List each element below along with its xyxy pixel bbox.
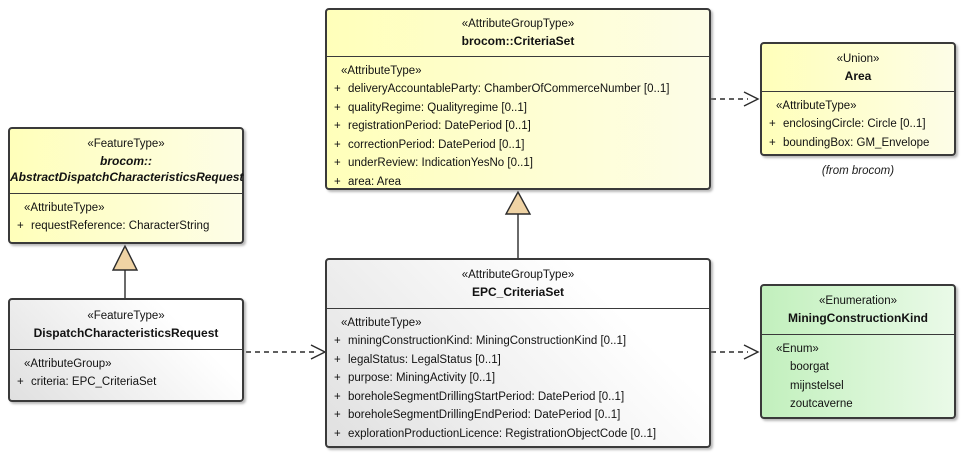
attribute-row: + requestReference: CharacterString <box>10 217 242 236</box>
attribute-row: + qualityRegime: Qualityregime [0..1] <box>327 99 709 118</box>
visibility-sign: + <box>334 138 341 151</box>
class-name: EPC_CriteriaSet <box>471 285 565 299</box>
attribute-row: + correctionPeriod: DatePeriod [0..1] <box>327 136 709 155</box>
class-header: «FeatureType» DispatchCharacteristicsReq… <box>10 300 242 350</box>
stereotype-label: «AttributeGroupType» <box>461 269 575 281</box>
enumeration-mining-construction-kind[interactable]: «Enumeration» MiningConstructionKind «En… <box>760 284 956 419</box>
class-name: Area <box>844 68 872 83</box>
class-abstract-dispatch-characteristics-request[interactable]: «FeatureType» brocom:: AbstractDispatchC… <box>8 127 244 244</box>
visibility-sign: + <box>334 409 341 421</box>
attribute-text: qualityRegime: Qualityregime [0..1] <box>348 101 527 114</box>
section-label: «AttributeType» <box>776 100 857 112</box>
attribute-row: + boreholeSegmentDrillingStartPeriod: Da… <box>327 388 709 407</box>
class-brocom-criteriaset[interactable]: «AttributeGroupType» brocom::CriteriaSet… <box>325 8 711 190</box>
attribute-text: miningConstructionKind: MiningConstructi… <box>348 335 627 347</box>
visibility-sign: + <box>334 353 341 366</box>
generalization-epc-to-criteriaset <box>504 190 532 258</box>
dependency-arrow-epc-to-miningkind <box>711 344 760 360</box>
visibility-sign: + <box>769 118 776 130</box>
dependency-arrow-criteriaset-to-area <box>711 91 760 107</box>
visibility-sign: + <box>334 335 341 347</box>
from-package-caption: (from brocom) <box>821 165 895 177</box>
visibility-sign: + <box>17 220 24 232</box>
class-dispatch-characteristics-request[interactable]: «FeatureType» DispatchCharacteristicsReq… <box>8 298 244 402</box>
section-label: «AttributeGroup» <box>24 358 112 370</box>
attributes-compartment: «AttributeType» + requestReference: Char… <box>10 194 242 236</box>
visibility-sign: + <box>334 427 341 440</box>
stereotype-label: «Union» <box>836 52 880 65</box>
attributes-compartment: «AttributeType» + deliveryAccountablePar… <box>327 57 709 191</box>
visibility-sign: + <box>769 136 776 149</box>
attributes-compartment: «AttributeType» + miningConstructionKind… <box>327 309 709 443</box>
attribute-text: boreholeSegmentDrillingEndPeriod: DatePe… <box>348 409 621 421</box>
enum-compartment: «Enum» boorgat mijnstelsel zoutcaverne <box>762 335 954 414</box>
section-label: «Enum» <box>776 343 819 355</box>
section-label: «AttributeType» <box>341 65 422 77</box>
visibility-sign: + <box>334 120 341 132</box>
attribute-text: explorationProductionLicence: Registrati… <box>348 427 657 440</box>
attribute-text: area: Area <box>348 175 402 188</box>
class-header: «AttributeGroupType» EPC_CriteriaSet <box>327 260 709 309</box>
attribute-text: underReview: IndicationYesNo [0..1] <box>348 157 533 169</box>
section-label: «AttributeType» <box>341 317 422 329</box>
attribute-row: + criteria: EPC_CriteriaSet <box>10 373 242 392</box>
attribute-row: + area: Area <box>327 173 709 192</box>
stereotype-label: «FeatureType» <box>87 138 165 151</box>
attribute-text: registrationPeriod: DatePeriod [0..1] <box>348 120 531 132</box>
attribute-row: + enclosingCircle: Circle [0..1] <box>762 115 954 134</box>
class-area[interactable]: «Union» Area «AttributeType» + enclosing… <box>760 42 956 156</box>
generalization-dispatch-to-abstract <box>111 244 139 298</box>
visibility-sign: + <box>334 101 341 114</box>
stereotype-label: «AttributeGroupType» <box>461 18 575 30</box>
attribute-row: + deliveryAccountableParty: ChamberOfCom… <box>327 80 709 99</box>
attribute-row: + miningConstructionKind: MiningConstruc… <box>327 332 709 351</box>
dependency-arrow-dispatch-to-epc <box>246 344 327 360</box>
section-label: «AttributeType» <box>24 202 105 214</box>
attribute-text: enclosingCircle: Circle [0..1] <box>783 118 926 130</box>
visibility-sign: + <box>334 372 341 384</box>
enum-literal: mijnstelsel <box>790 379 844 392</box>
class-header: «Enumeration» MiningConstructionKind <box>762 286 954 335</box>
attribute-text: requestReference: CharacterString <box>31 220 210 232</box>
stereotype-label: «Enumeration» <box>819 295 897 307</box>
attribute-text: boundingBox: GM_Envelope <box>783 136 930 149</box>
attribute-row: + underReview: IndicationYesNo [0..1] <box>327 154 709 173</box>
attribute-text: boreholeSegmentDrillingStartPeriod: Date… <box>348 390 625 403</box>
attributes-compartment: «AttributeType» + enclosingCircle: Circl… <box>762 92 954 152</box>
attribute-row: + boundingBox: GM_Envelope <box>762 134 954 153</box>
class-name-package: brocom:: <box>100 153 152 168</box>
class-header: «AttributeGroupType» brocom::CriteriaSet <box>327 10 709 57</box>
attribute-text: legalStatus: LegalStatus [0..1] <box>348 353 501 366</box>
enum-literal: boorgat <box>790 361 830 373</box>
attribute-row: + explorationProductionLicence: Registra… <box>327 425 709 444</box>
class-epc-criteriaset[interactable]: «AttributeGroupType» EPC_CriteriaSet «At… <box>325 258 711 448</box>
stereotype-label: «FeatureType» <box>87 309 165 322</box>
enum-literal: zoutcaverne <box>790 398 853 410</box>
attribute-row: + legalStatus: LegalStatus [0..1] <box>327 351 709 370</box>
visibility-sign: + <box>334 390 341 403</box>
visibility-sign: + <box>334 157 341 169</box>
attribute-row: + registrationPeriod: DatePeriod [0..1] <box>327 117 709 136</box>
visibility-sign: + <box>334 83 341 95</box>
attributes-compartment: «AttributeGroup» + criteria: EPC_Criteri… <box>10 350 242 392</box>
attribute-text: correctionPeriod: DatePeriod [0..1] <box>348 138 525 151</box>
attribute-text: purpose: MiningActivity [0..1] <box>348 372 496 384</box>
class-name: AbstractDispatchCharacteristicsRequest <box>10 170 244 185</box>
class-name: brocom::CriteriaSet <box>461 34 575 48</box>
class-header: «FeatureType» brocom:: AbstractDispatchC… <box>10 129 244 194</box>
class-name: MiningConstructionKind <box>788 311 928 325</box>
attribute-text: deliveryAccountableParty: ChamberOfComme… <box>348 83 670 95</box>
class-header: «Union» Area <box>762 44 954 92</box>
class-name: DispatchCharacteristicsRequest <box>33 325 219 340</box>
attribute-row: + boreholeSegmentDrillingEndPeriod: Date… <box>327 406 709 425</box>
attribute-text: criteria: EPC_CriteriaSet <box>31 376 157 388</box>
visibility-sign: + <box>17 376 24 388</box>
attribute-row: + purpose: MiningActivity [0..1] <box>327 369 709 388</box>
visibility-sign: + <box>334 175 341 188</box>
